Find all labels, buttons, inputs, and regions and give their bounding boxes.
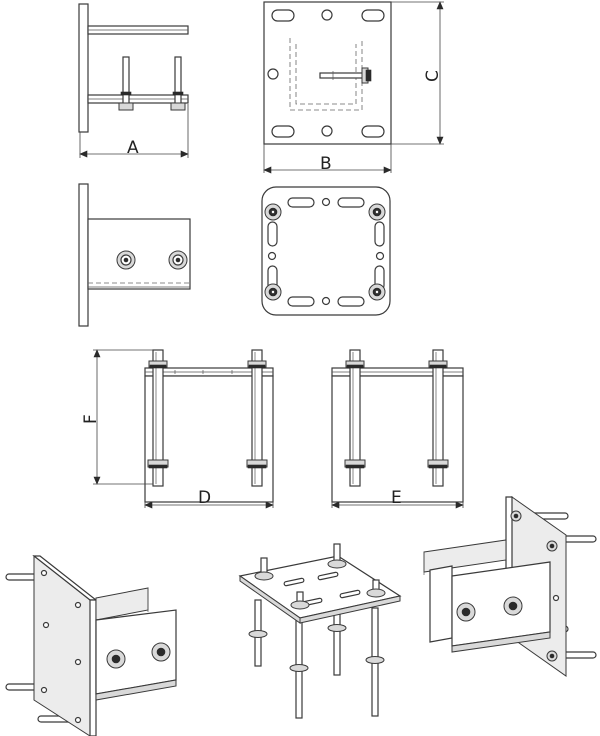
dimension-c-label: C (423, 70, 443, 82)
view-plate-top (263, 1, 392, 145)
dimension-f: F (81, 349, 153, 485)
view-side-bolts (78, 3, 189, 133)
dimension-b: B (263, 144, 392, 174)
dimension-e: E (331, 488, 464, 509)
iso-base-plate (238, 543, 402, 719)
view-front-rods-e (331, 349, 464, 503)
dimension-a-label: A (127, 138, 139, 158)
iso-wall-bracket-right (423, 496, 597, 677)
bolt-head (168, 250, 188, 270)
dimension-f-label: F (81, 414, 101, 424)
view-plate-bolts (261, 186, 391, 316)
dimension-d: D (144, 488, 274, 509)
dimension-c: C (391, 1, 444, 145)
view-side-channel (78, 183, 191, 327)
dimension-a: A (79, 104, 189, 158)
dimension-e-label: E (391, 488, 402, 508)
dimension-b-label: B (320, 154, 332, 174)
bolt-head (116, 250, 136, 270)
dimension-d-label: D (198, 488, 211, 508)
iso-wall-bracket-left (5, 554, 177, 736)
view-front-rods-d (144, 349, 274, 503)
